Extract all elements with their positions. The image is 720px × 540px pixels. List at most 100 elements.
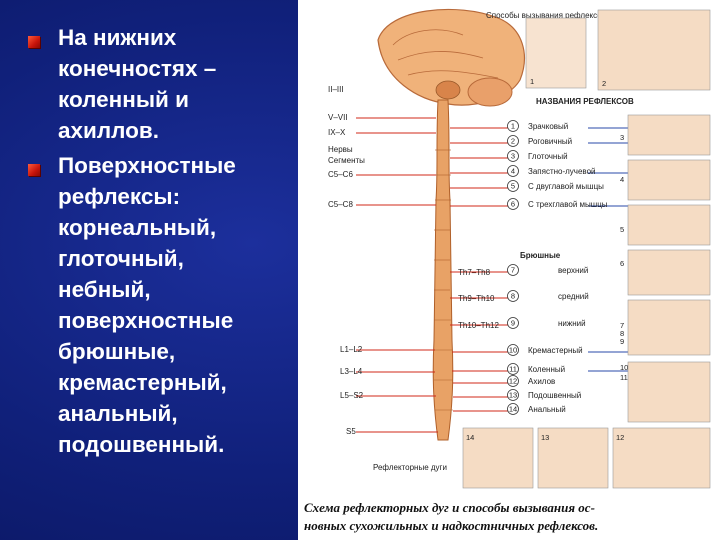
segment-label: Th9–Th10 bbox=[458, 294, 495, 303]
methods-header: Способы вызывания рефлексов bbox=[486, 11, 606, 20]
nerve-label: IX–X bbox=[328, 128, 346, 137]
reflex-number-circle bbox=[507, 264, 519, 276]
panel-frame bbox=[627, 249, 711, 296]
reflex-number: 13 bbox=[509, 391, 517, 400]
figure-caption-line-2: новных сухожильных и надкостничных рефле… bbox=[304, 518, 598, 533]
reflex-number-circle bbox=[507, 198, 519, 210]
reflex-name: Глоточный bbox=[528, 152, 568, 161]
panel-frame bbox=[537, 427, 609, 489]
panel-number: 1 bbox=[530, 77, 534, 86]
panel-frame bbox=[597, 9, 711, 91]
reflex-name: С трехглавой мышцы bbox=[528, 200, 608, 209]
reflex-number: 5 bbox=[511, 182, 515, 191]
reflex-name: верхний bbox=[558, 266, 588, 275]
panel-number: 6 bbox=[620, 259, 624, 268]
nerve-labels: II–III V–VII IX–X Нервы Сегменты C5–C6 C… bbox=[328, 85, 499, 472]
panel-number: 8 bbox=[620, 329, 624, 338]
bullet-square-icon bbox=[28, 164, 40, 176]
bullet-text: На нижних конечностях – коленный и ахилл… bbox=[58, 25, 217, 143]
panel-number: 4 bbox=[620, 175, 624, 184]
reflex-name: средний bbox=[558, 292, 589, 301]
panel-number: 10 bbox=[620, 363, 628, 372]
panel-number: 5 bbox=[620, 225, 624, 234]
panel-frame bbox=[627, 361, 711, 423]
reflex-number-circle bbox=[507, 403, 519, 415]
reflex-number-circle bbox=[507, 375, 519, 387]
bullet-square-icon bbox=[28, 36, 40, 48]
panel-number: 14 bbox=[466, 433, 474, 442]
panel-frame bbox=[627, 159, 711, 201]
reflex-number: 12 bbox=[509, 377, 517, 386]
spinal-cord bbox=[432, 99, 454, 441]
panel-number: 12 bbox=[616, 433, 624, 442]
reflex-name: Роговичный bbox=[528, 137, 572, 146]
reflex-name: Кремастерный bbox=[528, 346, 583, 355]
bullet-text: Поверхностные рефлексы: корнеальный, гло… bbox=[58, 153, 236, 457]
figure-caption-line-1: Схема рефлекторных дуг и способы вызыван… bbox=[304, 500, 595, 515]
reflex-number-circle bbox=[507, 120, 519, 132]
reflex-number: 1 bbox=[511, 122, 515, 131]
efferent-nerve-lines bbox=[450, 127, 508, 412]
nerve-label: Нервы bbox=[328, 145, 353, 154]
abdominal-label: Брюшные bbox=[520, 251, 561, 260]
nerve-label: C5–C6 bbox=[328, 170, 353, 179]
panel-frame bbox=[612, 427, 711, 489]
reflex-name: Ахилов bbox=[528, 377, 555, 386]
reflex-number-circle bbox=[507, 290, 519, 302]
panel-number: 3 bbox=[620, 133, 624, 142]
reflex-name: Анальный bbox=[528, 405, 566, 414]
reflex-number: 3 bbox=[511, 152, 515, 161]
panel-frame bbox=[627, 204, 711, 246]
segment-label: Th7–Th8 bbox=[458, 268, 491, 277]
reflex-number: 10 bbox=[509, 346, 517, 355]
reflex-number: 7 bbox=[511, 266, 515, 275]
reflex-number: 14 bbox=[509, 405, 517, 414]
nerve-label: II–III bbox=[328, 85, 344, 94]
panel-frame bbox=[525, 17, 587, 89]
reflex-name: нижний bbox=[558, 319, 586, 328]
reflex-name: Коленный bbox=[528, 365, 565, 374]
bullet-item-superficial-reflexes: Поверхностные рефлексы: корнеальный, гло… bbox=[28, 150, 298, 460]
afferent-nerve-lines bbox=[356, 117, 438, 433]
panel-frame bbox=[627, 299, 711, 356]
bullet-item-lower-limbs: На нижних конечностях – коленный и ахилл… bbox=[28, 22, 298, 146]
reflex-number-circle bbox=[507, 150, 519, 162]
reflex-number: 6 bbox=[511, 200, 515, 209]
reflex-name: Зрачковый bbox=[528, 122, 568, 131]
reflex-name: Запястно-лучевой bbox=[528, 167, 596, 176]
nerve-label: V–VII bbox=[328, 113, 348, 122]
reflex-number: 4 bbox=[511, 167, 515, 176]
panel-frame bbox=[627, 114, 711, 156]
reflex-number-circle bbox=[507, 135, 519, 147]
nerve-label: Сегменты bbox=[328, 156, 365, 165]
segment-label: L5–S2 bbox=[340, 391, 364, 400]
panel-number: 11 bbox=[620, 373, 628, 382]
panel-number: 13 bbox=[541, 433, 549, 442]
nerve-label: C5–C8 bbox=[328, 200, 353, 209]
panel-frame bbox=[462, 427, 534, 489]
panel-numbers: 1 2 3 4 5 6 7 8 9 10 11 12 13 14 bbox=[466, 77, 628, 442]
reflex-number: 2 bbox=[511, 137, 515, 146]
reflex-number-circle bbox=[507, 363, 519, 375]
reflex-number: 8 bbox=[511, 292, 515, 301]
reflex-arc-diagram: II–III V–VII IX–X Нервы Сегменты C5–C6 C… bbox=[304, 8, 711, 533]
panel-number: 9 bbox=[620, 337, 624, 346]
segment-label: Th10–Th12 bbox=[458, 321, 499, 330]
reflex-list: 1 Зрачковый 2 Роговичный 3 Глоточный 4 Запястно… bbox=[507, 120, 608, 415]
segment-label: S5 bbox=[346, 427, 356, 436]
reflex-name: С двуглавой мышцы bbox=[528, 182, 604, 191]
reflex-number: 11 bbox=[509, 365, 517, 374]
reflex-number-circle bbox=[507, 389, 519, 401]
pointer-lines bbox=[588, 127, 628, 372]
reflex-arc-figure: II–III V–VII IX–X Нервы Сегменты C5–C6 C… bbox=[298, 0, 720, 540]
reflex-number-circle bbox=[507, 180, 519, 192]
arc-label: Рефлекторные дуги bbox=[373, 463, 447, 472]
reflex-number: 9 bbox=[511, 319, 515, 328]
slide-text: На нижних конечностях – коленный и ахилл… bbox=[28, 22, 298, 464]
brain-illustration bbox=[377, 8, 525, 107]
panel-number: 2 bbox=[602, 79, 606, 88]
illustration-panels bbox=[462, 9, 711, 489]
segment-label: L1–L2 bbox=[340, 345, 363, 354]
reflex-number-circle bbox=[507, 317, 519, 329]
reflex-name: Подошвенный bbox=[528, 391, 581, 400]
